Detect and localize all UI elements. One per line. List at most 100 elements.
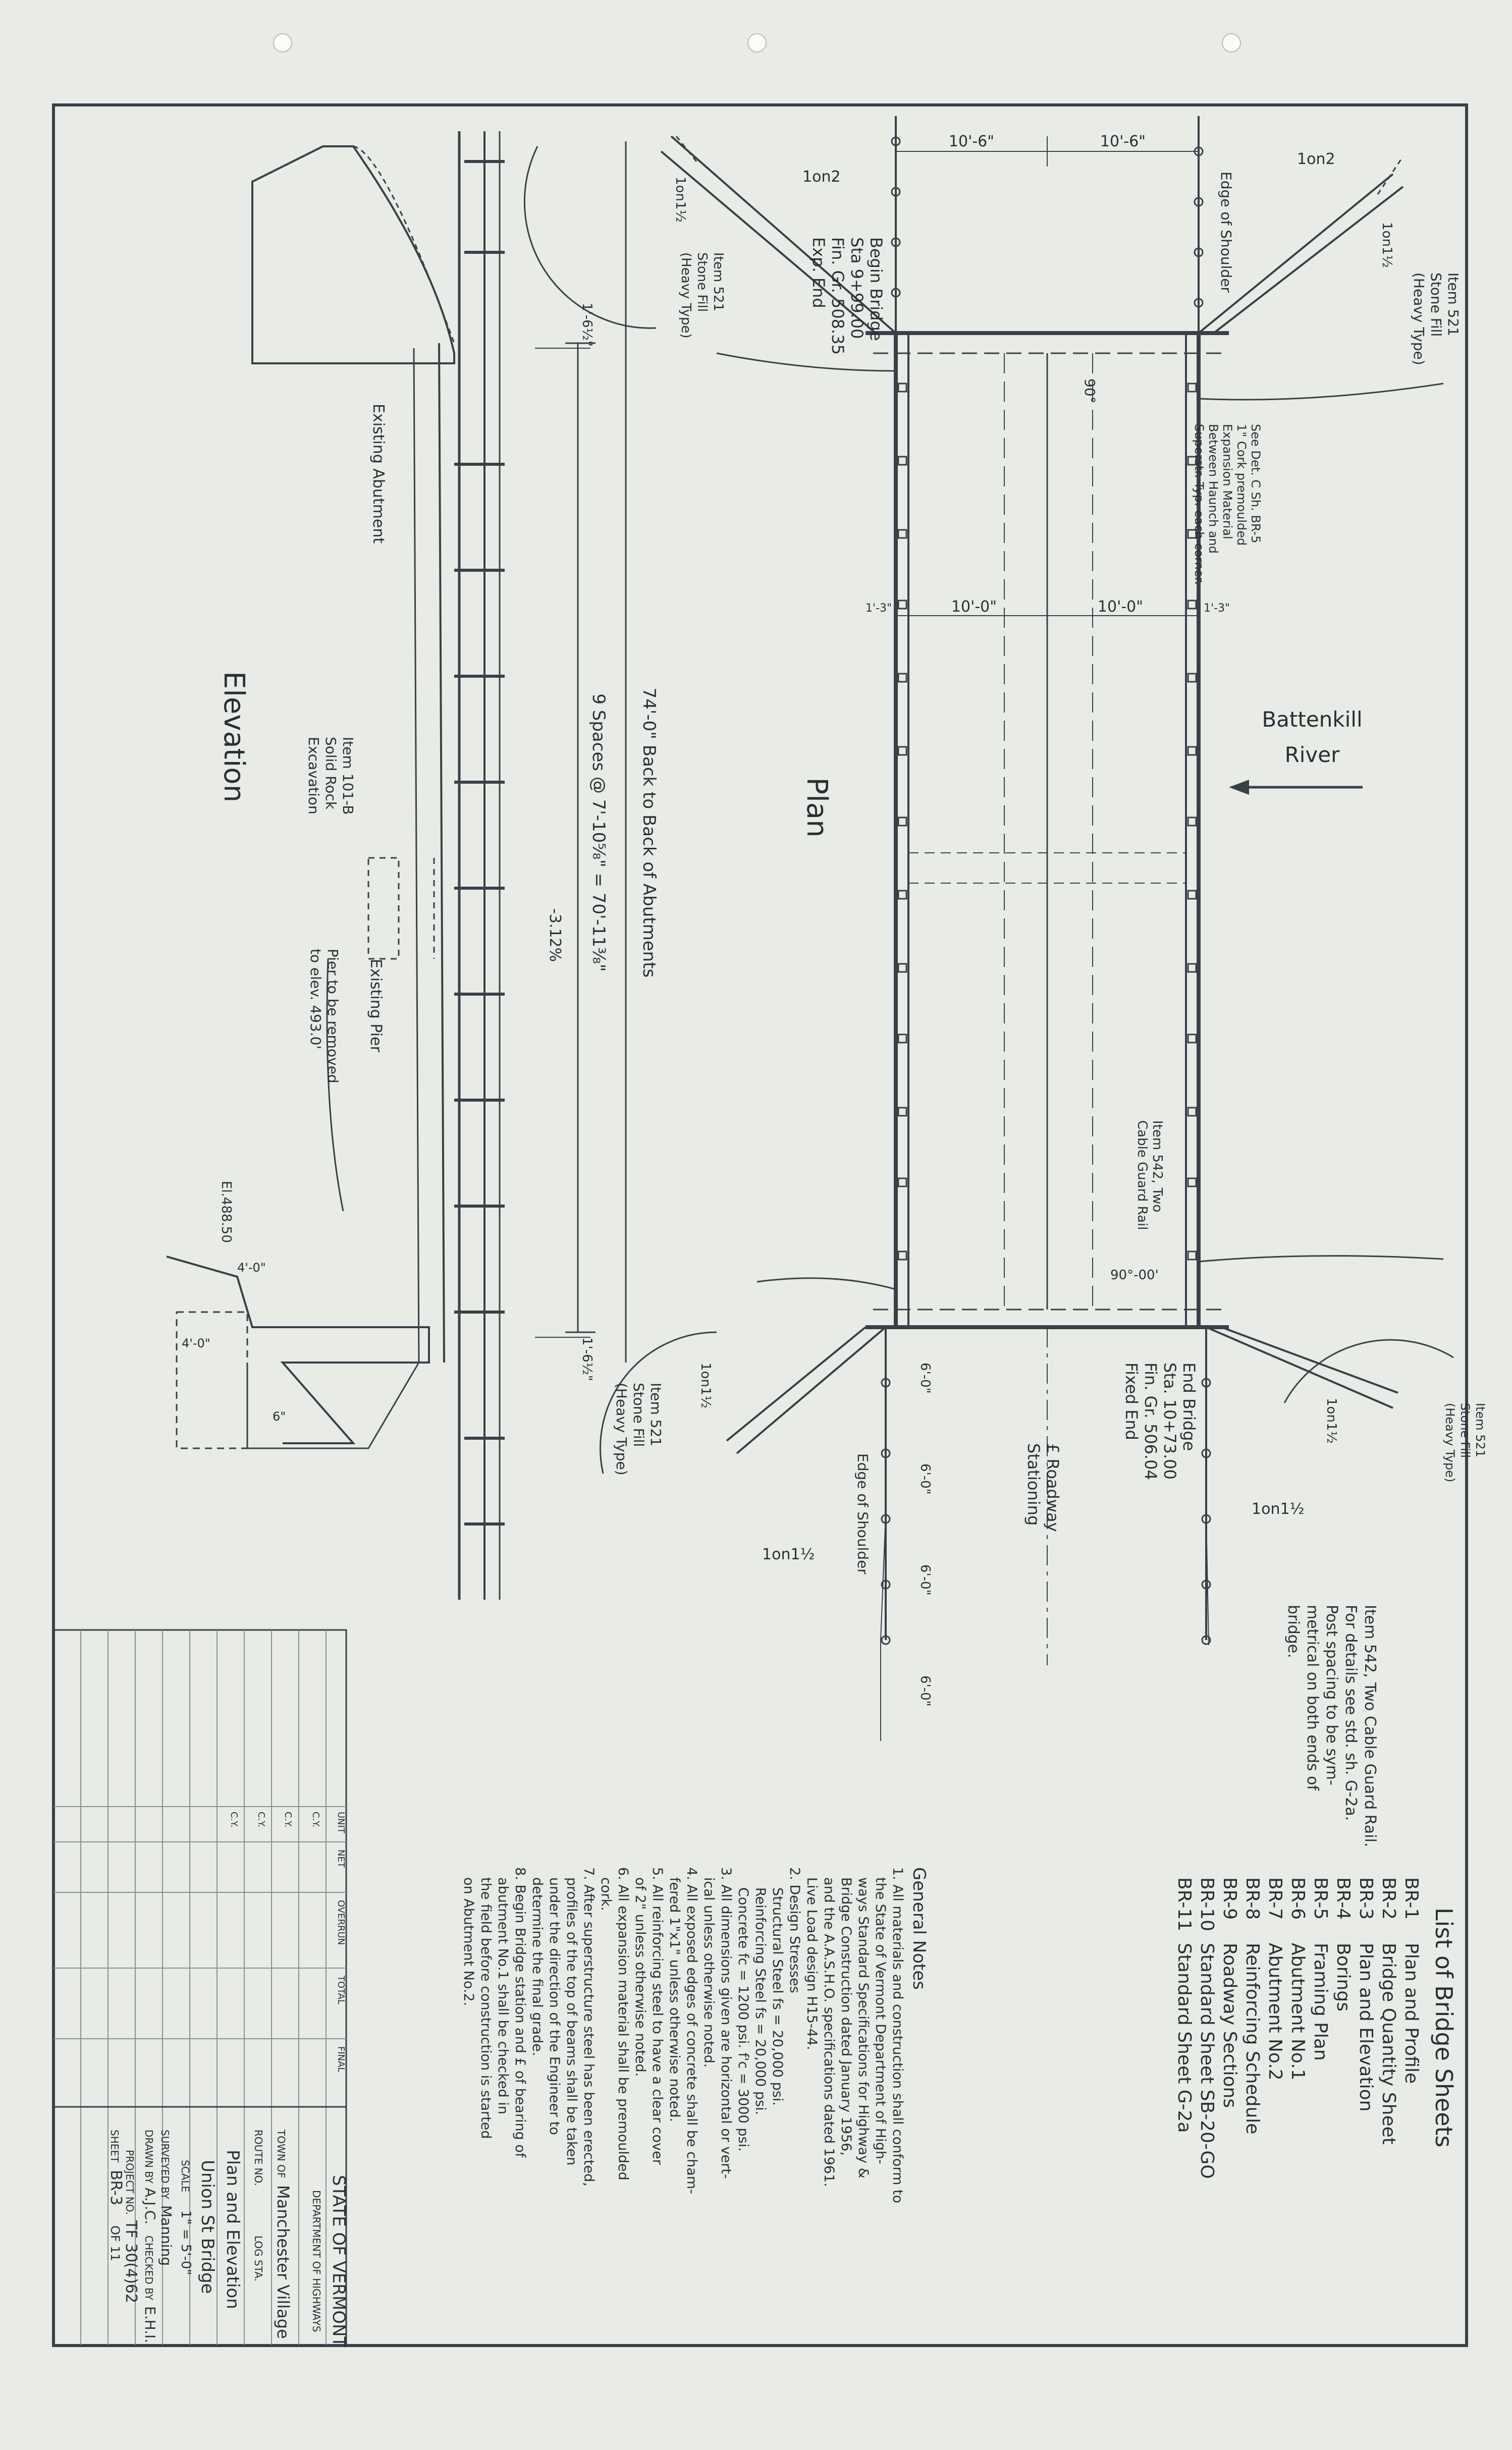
svg-text:2. Design Stresses: 2. Design Stresses bbox=[787, 1867, 802, 1993]
title-town: Manchester Village bbox=[274, 2185, 293, 2339]
svg-text:CHECKED BY: CHECKED BY bbox=[143, 2236, 155, 2301]
svg-text:Excavation: Excavation bbox=[305, 737, 322, 814]
svg-text:Concrete fc = 1200 psi. f'c: Concrete fc = 1200 psi. f'c = 3000 psi. bbox=[735, 1887, 751, 2152]
svg-text:Stationing: Stationing bbox=[1024, 1443, 1043, 1526]
svg-text:8. Begin Bridge station and £: 8. Begin Bridge station and £ of bearing… bbox=[512, 1867, 528, 2158]
svg-text:profiles of the top of beams s: profiles of the top of beams shall be ta… bbox=[564, 1877, 579, 2165]
slope-label-5: 1on1½ bbox=[1379, 222, 1394, 268]
svg-text:Structural Steel fs = 2: Structural Steel fs = 20,000 psi. bbox=[770, 1887, 785, 2106]
svg-text:Framing Plan: Framing Plan bbox=[1310, 1943, 1331, 2061]
svg-text:BR-8: BR-8 bbox=[1242, 1877, 1263, 1920]
svg-text:Stone Fill: Stone Fill bbox=[1458, 1403, 1472, 1458]
svg-text:Fin. Gr. 508.35: Fin. Gr. 508.35 bbox=[828, 237, 847, 355]
svg-text:Item 521: Item 521 bbox=[711, 252, 726, 311]
plan-view: Plan Battenkill River 10'-6" 10'-6" 1'-3… bbox=[523, 116, 1487, 1847]
title-block: STATE OF VERMONT DEPARTMENT OF HIGHWAYS … bbox=[52, 2106, 349, 2347]
title-sheet: BR-3 bbox=[107, 2170, 125, 2205]
edge-of-shoulder-bottom: Edge of Shoulder bbox=[854, 1453, 871, 1574]
title-department: DEPARTMENT OF HIGHWAYS bbox=[310, 2190, 322, 2332]
general-notes: General Notes 1. All materials and const… bbox=[461, 1867, 929, 2203]
slope-label-7: 1on1½ bbox=[698, 1363, 713, 1408]
svg-text:Stone Fill: Stone Fill bbox=[630, 1383, 647, 1447]
svg-text:TOWN OF: TOWN OF bbox=[275, 2129, 287, 2178]
svg-text:Standard Sheet G-2a: Standard Sheet G-2a bbox=[1174, 1943, 1195, 2133]
svg-text:BR-5: BR-5 bbox=[1310, 1877, 1331, 1920]
svg-text:Expansion Material: Expansion Material bbox=[1220, 424, 1234, 539]
general-notes-heading: General Notes bbox=[909, 1867, 929, 1990]
footing-dim-1: 4'-0" bbox=[237, 1261, 266, 1275]
svg-text:of 2" unless otherwise noted.: of 2" unless otherwise noted. bbox=[632, 1877, 648, 2077]
svg-text:(Heavy Type): (Heavy Type) bbox=[613, 1383, 630, 1476]
svg-text:on Abutment No.2.: on Abutment No.2. bbox=[461, 1877, 476, 2006]
svg-text:Item 521: Item 521 bbox=[1445, 273, 1462, 336]
svg-text:(Heavy Type): (Heavy Type) bbox=[1411, 273, 1427, 365]
svg-text:Superstr. Typ. each corner.: Superstr. Typ. each corner. bbox=[1192, 424, 1206, 585]
svg-text:See Det. C Sh. BR-5: See Det. C Sh. BR-5 bbox=[1249, 424, 1263, 543]
svg-text:Borings: Borings bbox=[1333, 1943, 1354, 2011]
existing-pier-label: Existing Pier bbox=[367, 959, 385, 1053]
svg-text:metrical on both ends of: metrical on both ends of bbox=[1304, 1605, 1321, 1791]
svg-text:abutment No.1 shall be checked: abutment No.1 shall be checked in bbox=[495, 1877, 511, 2114]
svg-text:BR-1: BR-1 bbox=[1401, 1877, 1422, 1920]
svg-text:BR-4: BR-4 bbox=[1333, 1877, 1354, 1920]
svg-text:Standard Sheet SB-20-GO: Standard Sheet SB-20-GO bbox=[1197, 1943, 1217, 2179]
svg-text:Between Haunch and: Between Haunch and bbox=[1206, 424, 1220, 554]
post-spacing-2: 6'-0" bbox=[917, 1463, 933, 1495]
qty-header-total: TOTAL bbox=[336, 1975, 346, 2004]
slope-label-3: 1on1½ bbox=[762, 1546, 815, 1563]
punch-hole-icon bbox=[273, 33, 292, 52]
mid-dim-4: 1'-3" bbox=[1204, 602, 1230, 615]
width-dim-right: 10'-6" bbox=[1100, 133, 1146, 150]
angle-label-1: 90° bbox=[1082, 378, 1098, 404]
post-spacing-3: 6'-0" bbox=[917, 1564, 933, 1596]
svg-text:BR-3: BR-3 bbox=[1356, 1877, 1376, 1920]
svg-text:£ Roadway: £ Roadway bbox=[1043, 1443, 1062, 1532]
qty-header-net: NET bbox=[336, 1849, 346, 1868]
svg-text:Reinforcing Steel fs = 20: Reinforcing Steel fs = 20,000 psi. bbox=[752, 1887, 768, 2115]
svg-text:Reinforcing Schedule: Reinforcing Schedule bbox=[1242, 1943, 1263, 2134]
title-drawn: A.J.C. bbox=[142, 2188, 158, 2224]
svg-text:Abutment No.1: Abutment No.1 bbox=[1287, 1943, 1308, 2081]
svg-text:C.Y.: C.Y. bbox=[229, 1812, 239, 1827]
end-dim-1: 1'-6½" bbox=[579, 303, 595, 347]
width-dim-left: 10'-6" bbox=[949, 133, 994, 150]
svg-text:Fixed End: Fixed End bbox=[1122, 1363, 1141, 1440]
svg-text:7. After superstructure steel: 7. After superstructure steel has been e… bbox=[581, 1867, 597, 2187]
svg-text:SCALE: SCALE bbox=[179, 2160, 191, 2192]
guard-rail-note: Item 542, Two Cable Guard Rail. For deta… bbox=[1284, 1605, 1379, 1847]
qty-header-final: FINAL bbox=[336, 2046, 346, 2072]
elevation-mark: El.488.50 bbox=[219, 1181, 234, 1243]
title-checked: E.H.I. bbox=[142, 2306, 158, 2343]
slope-label-8: 1on1½ bbox=[1324, 1398, 1339, 1444]
post-spacing-1: 6'-0" bbox=[917, 1363, 933, 1394]
svg-text:bridge.: bridge. bbox=[1284, 1605, 1302, 1658]
svg-text:Roadway Sections: Roadway Sections bbox=[1219, 1943, 1240, 2108]
svg-text:(Heavy Type): (Heavy Type) bbox=[678, 252, 693, 339]
mid-dim-3: 10'-0" bbox=[1098, 598, 1143, 616]
svg-text:ical unless otherwise noted.: ical unless otherwise noted. bbox=[701, 1877, 717, 2067]
title-state: STATE OF VERMONT bbox=[329, 2175, 349, 2347]
svg-text:Item 521: Item 521 bbox=[1473, 1403, 1487, 1457]
elevation-view: Elevation 74'-0" Back to Back of Abutmen… bbox=[166, 131, 659, 1600]
svg-text:BR-2: BR-2 bbox=[1378, 1877, 1399, 1920]
svg-text:the State of Vermont Departmen: the State of Vermont Department of High- bbox=[873, 1877, 888, 2164]
svg-text:to elev. 493.0': to elev. 493.0' bbox=[307, 949, 324, 1049]
title-scale: 1" = 5'-0" bbox=[178, 2210, 193, 2275]
svg-text:Stone Fill: Stone Fill bbox=[694, 252, 710, 312]
mid-dim-2: 10'-0" bbox=[951, 598, 997, 616]
qty-header-unit: UNIT bbox=[336, 1812, 346, 1834]
svg-text:BR-11: BR-11 bbox=[1174, 1877, 1195, 1931]
svg-text:under the direction of the Eng: under the direction of the Engineer to bbox=[547, 1877, 562, 2135]
title-bridge-name: Union St Bridge bbox=[197, 2160, 218, 2294]
grade-label: -3.12% bbox=[546, 908, 564, 962]
mid-dim-1: 1'-3" bbox=[866, 602, 892, 615]
svg-text:Live Load design H15-44.: Live Load design H15-44. bbox=[804, 1877, 820, 2050]
slope-label-1: 1on2 bbox=[802, 168, 841, 186]
svg-text:BR-9: BR-9 bbox=[1219, 1877, 1240, 1920]
svg-text:Bridge Quantity Sheet: Bridge Quantity Sheet bbox=[1378, 1943, 1399, 2145]
roadway-note: £ Roadway Stationing bbox=[1024, 1443, 1062, 1532]
svg-text:Sta 9+99.00: Sta 9+99.00 bbox=[847, 237, 867, 339]
svg-text:ways Standard Specifications f: ways Standard Specifications for Highway… bbox=[855, 1877, 871, 2179]
svg-text:Solid Rock: Solid Rock bbox=[322, 737, 339, 810]
